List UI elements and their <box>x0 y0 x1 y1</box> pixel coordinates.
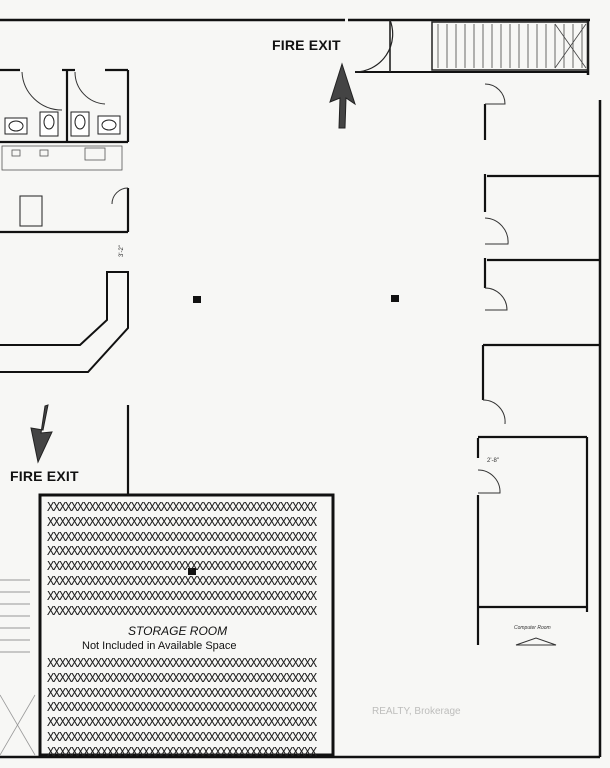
fire-exit-arrow-left-icon <box>30 404 53 464</box>
storage-x-row: XXXXXXXXXXXXXXXXXXXXXXXXXXXXXXXXXXXXXXXX… <box>47 514 317 529</box>
sink-counter <box>1 145 123 227</box>
computer-room-label: Computer Room <box>514 625 551 631</box>
storage-x-row: XXXXXXXXXXXXXXXXXXXXXXXXXXXXXXXXXXXXXXXX… <box>47 744 317 759</box>
storage-x-row: XXXXXXXXXXXXXXXXXXXXXXXXXXXXXXXXXXXXXXXX… <box>47 544 317 559</box>
stair-bottom-left <box>0 579 36 756</box>
dimension-corridor: 3'-2" <box>118 245 125 257</box>
storage-x-row: XXXXXXXXXXXXXXXXXXXXXXXXXXXXXXXXXXXXXXXX… <box>47 656 317 670</box>
fire-exit-label-top: FIRE EXIT <box>272 37 341 53</box>
column-marks <box>188 295 399 575</box>
storage-room <box>38 493 335 757</box>
toilet-icon <box>4 111 121 137</box>
storage-x-row: XXXXXXXXXXXXXXXXXXXXXXXXXXXXXXXXXXXXXXXX… <box>47 700 317 715</box>
storage-x-row: XXXXXXXXXXXXXXXXXXXXXXXXXXXXXXXXXXXXXXXX… <box>47 685 317 700</box>
office-walls <box>476 104 600 645</box>
washroom-doors <box>21 71 129 205</box>
washrooms <box>0 68 130 234</box>
stair-top-right <box>355 21 589 73</box>
storage-room-label-area <box>60 616 315 658</box>
storage-x-row: XXXXXXXXXXXXXXXXXXXXXXXXXXXXXXXXXXXXXXXX… <box>47 500 317 514</box>
storage-room-subtitle: Not Included in Available Space <box>82 640 237 652</box>
reception-counter <box>0 271 129 373</box>
watermark: REALTY, Brokerage <box>372 706 461 717</box>
storage-x-row: XXXXXXXXXXXXXXXXXXXXXXXXXXXXXXXXXXXXXXXX… <box>47 529 317 544</box>
outer-walls <box>0 18 602 759</box>
storage-x-row: XXXXXXXXXXXXXXXXXXXXXXXXXXXXXXXXXXXXXXXX… <box>47 559 317 574</box>
storage-x-row: XXXXXXXXXXXXXXXXXXXXXXXXXXXXXXXXXXXXXXXX… <box>47 730 317 744</box>
storage-x-row: XXXXXXXXXXXXXXXXXXXXXXXXXXXXXXXXXXXXXXXX… <box>47 588 317 603</box>
storage-x-row: XXXXXXXXXXXXXXXXXXXXXXXXXXXXXXXXXXXXXXXX… <box>47 715 317 730</box>
storage-x-row: XXXXXXXXXXXXXXXXXXXXXXXXXXXXXXXXXXXXXXXX… <box>47 670 317 685</box>
storage-x-row: XXXXXXXXXXXXXXXXXXXXXXXXXXXXXXXXXXXXXXXX… <box>47 574 317 588</box>
fire-exit-arrow-top-icon <box>329 62 356 129</box>
fire-exit-label-left: FIRE EXIT <box>10 468 79 484</box>
fire-exit-door-top <box>354 19 394 73</box>
dimension-door: 2'-8" <box>487 458 499 464</box>
office-doors <box>477 83 557 646</box>
storage-x-row: XXXXXXXXXXXXXXXXXXXXXXXXXXXXXXXXXXXXXXXX… <box>47 603 317 618</box>
storage-room-title: STORAGE ROOM <box>128 624 228 638</box>
